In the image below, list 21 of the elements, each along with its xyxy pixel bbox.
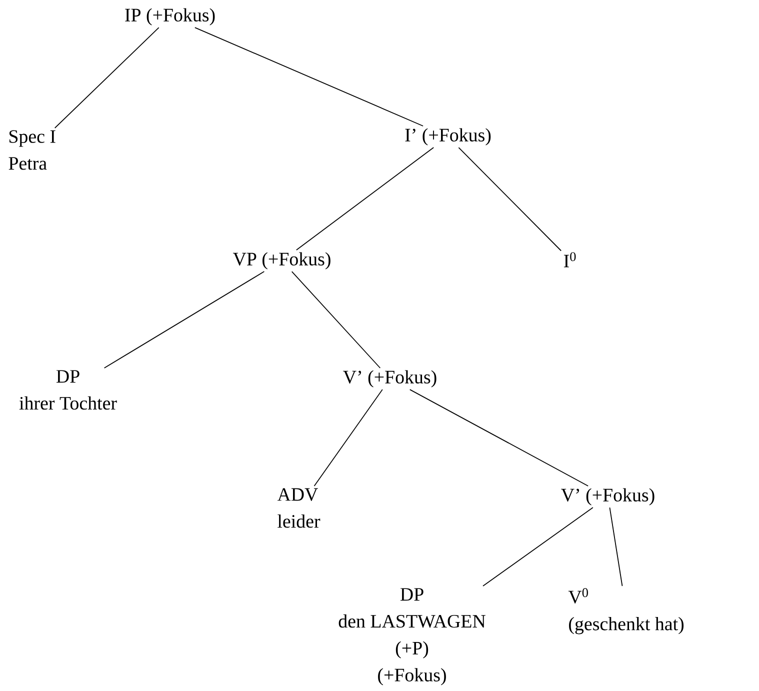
- node-label: DP ihrer Tochter: [19, 370, 117, 410]
- branch-line: [54, 27, 160, 128]
- branch-line: [609, 507, 623, 586]
- node-label: I’ (+Fokus): [405, 128, 491, 146]
- branch-line: [458, 147, 562, 252]
- branch-line: [409, 389, 589, 486]
- node-label: Spec I Petra: [8, 130, 56, 170]
- branch-line: [482, 507, 594, 586]
- node-label: V’ (+Fokus): [343, 370, 436, 388]
- node-label: I$^{0}$: [564, 252, 576, 268]
- branch-line: [194, 27, 424, 126]
- branch-line: [296, 147, 434, 250]
- node-label: V$^{0}$ (geschenkt hat): [568, 588, 684, 634]
- branch-line: [314, 389, 383, 486]
- node-label: ADV leider: [277, 488, 320, 528]
- branch-line: [291, 271, 381, 368]
- node-label: VP (+Fokus): [232, 252, 330, 270]
- node-label: V’ (+Fokus): [561, 488, 654, 506]
- node-label: IP (+Fokus): [125, 8, 215, 26]
- branch-line: [104, 271, 265, 368]
- node-label: DP den LASTWAGEN (+P) (+Fokus): [338, 588, 486, 686]
